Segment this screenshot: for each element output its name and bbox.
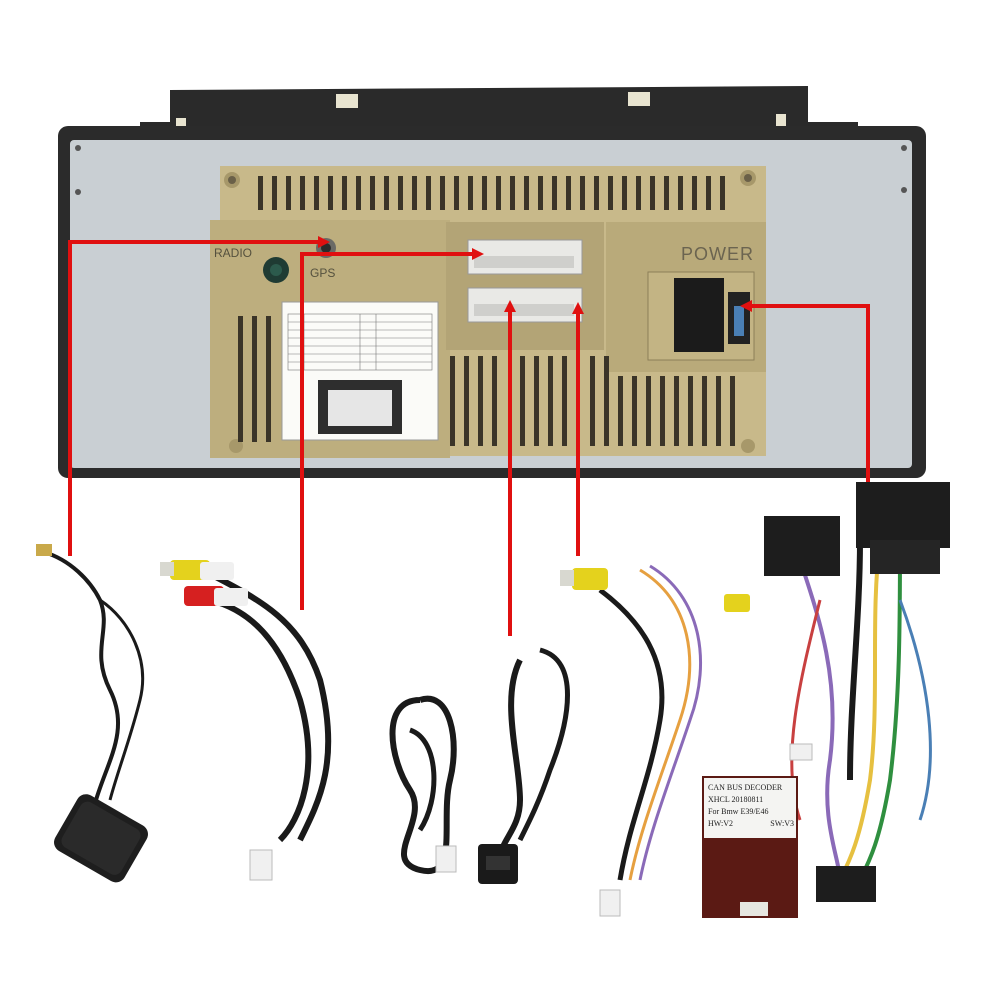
power-socket — [674, 278, 724, 352]
rca-cable — [160, 560, 332, 881]
radio-label: RADIO — [214, 246, 253, 260]
main-wiring-harness — [724, 482, 950, 902]
pointer-lines — [68, 240, 870, 636]
decoder-hw-version: HW:V2 — [708, 819, 734, 828]
decoder-title: CAN BUS DECODER — [708, 783, 783, 792]
camera-cable — [560, 564, 702, 917]
decoder-label-text: CAN BUS DECODER XHCL 20180811 For Bmw E3… — [708, 782, 794, 830]
gps-label: GPS — [310, 266, 336, 280]
power-label: POWER — [681, 244, 755, 264]
decoder-model: XHCL 20180811 — [708, 795, 764, 804]
usb-cable — [478, 647, 570, 884]
canbus-decoder-box — [702, 776, 798, 918]
decoder-sw-version: SW:V3 — [770, 819, 794, 828]
coiled-black-cable — [389, 695, 457, 875]
gps-antenna — [36, 544, 148, 883]
decoder-fitment: For Bmw E39/E46 — [708, 807, 769, 816]
head-unit — [58, 86, 926, 478]
